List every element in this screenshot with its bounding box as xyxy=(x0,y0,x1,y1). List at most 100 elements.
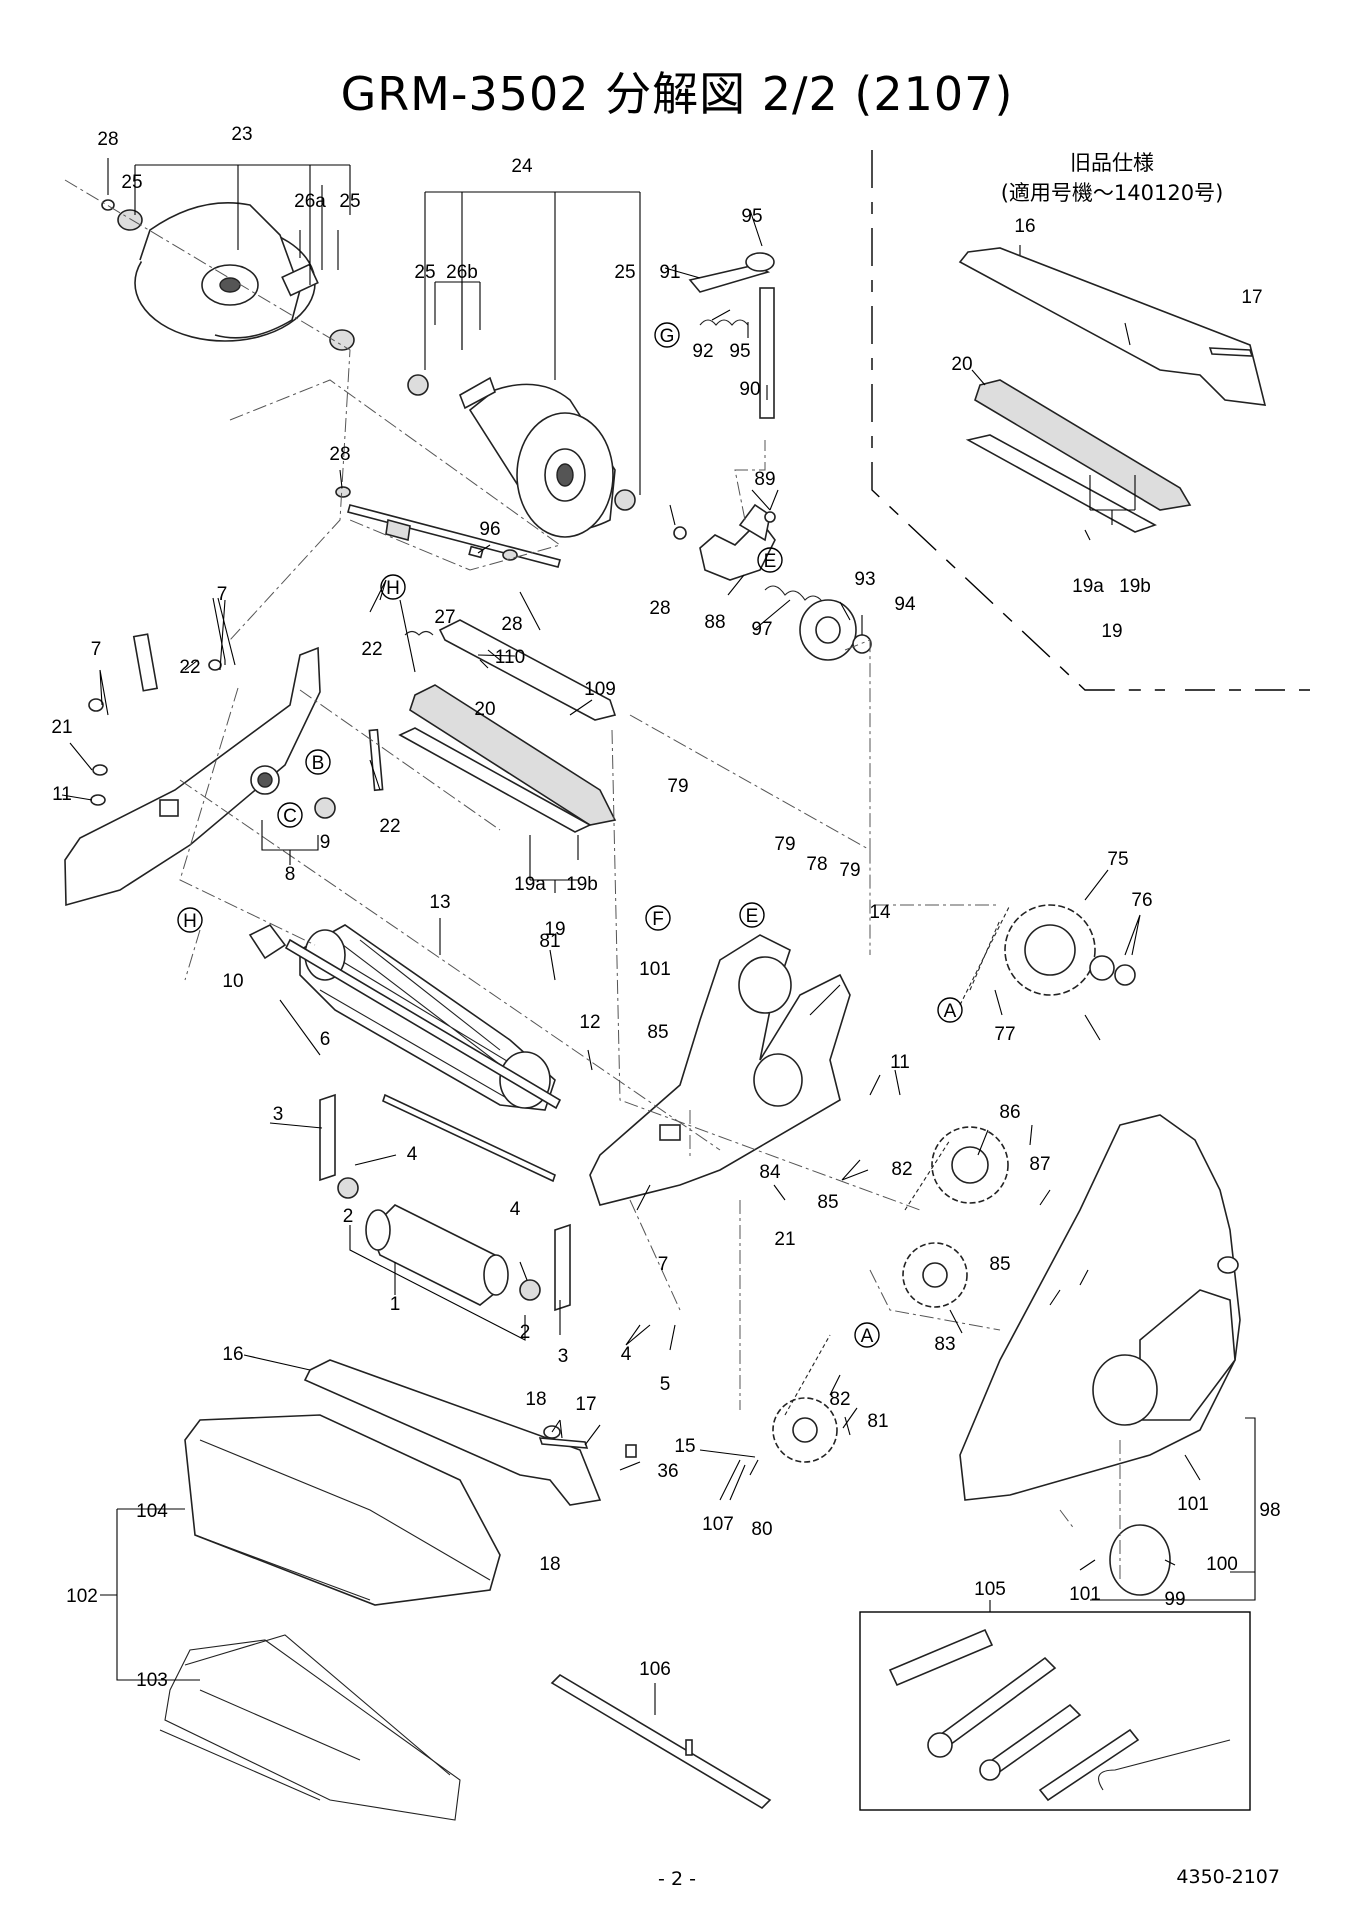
part-label: 89 xyxy=(754,469,775,490)
part-label: 11 xyxy=(52,784,72,805)
reference-markers: A A B C E E F G H H xyxy=(177,322,963,1348)
part-label: 101 xyxy=(1177,1494,1209,1515)
left-side-plate xyxy=(64,633,336,907)
inset-bed-knife xyxy=(965,434,1157,533)
marker-B: B xyxy=(312,753,325,774)
bed-knife-assembly xyxy=(368,619,617,833)
part-label: 97 xyxy=(751,619,772,640)
part-label: 15 xyxy=(674,1436,695,1457)
inset-title: 旧品仕様 xyxy=(1070,151,1154,175)
part-label: 4 xyxy=(510,1199,521,1220)
inset-guard-rod xyxy=(1208,347,1254,357)
part-label: 16 xyxy=(1014,216,1035,237)
part-label: 26a xyxy=(294,191,326,212)
part-label: 93 xyxy=(854,569,875,590)
part-label: 85 xyxy=(647,1022,668,1043)
part-label: 85 xyxy=(989,1254,1010,1275)
part-label: 2 xyxy=(520,1322,531,1343)
part-label: 3 xyxy=(558,1346,569,1367)
part-label: 25 xyxy=(614,262,635,283)
part-label: 82 xyxy=(891,1159,912,1180)
part-label: 88 xyxy=(704,612,725,633)
part-label: 84 xyxy=(759,1162,781,1183)
tool-bar-106 xyxy=(550,1673,772,1810)
part-label: 19b xyxy=(566,874,598,895)
sprockets-and-chains xyxy=(772,904,1136,1463)
part-label: 107 xyxy=(702,1514,734,1535)
inset-bed-knife-holder xyxy=(974,379,1192,511)
part-label: 19a xyxy=(1072,576,1104,597)
part-label: 36 xyxy=(657,1461,678,1482)
part-label: 26b xyxy=(446,262,478,283)
tool-kit-105 xyxy=(859,1611,1251,1811)
part-label: 106 xyxy=(639,1659,671,1680)
front-roller-1 xyxy=(319,1093,571,1312)
part-label: 6 xyxy=(320,1029,331,1050)
part-label: 87 xyxy=(1029,1154,1050,1175)
old-spec-inset: 旧品仕様 (適用号機〜140120号) xyxy=(871,150,1310,691)
part-label: 14 xyxy=(869,902,891,923)
part-labels: 28 23 25 26a 25 24 25 26b 25 28 96 27 28… xyxy=(51,124,1280,1691)
part-label: 79 xyxy=(774,834,795,855)
part-label: 19 xyxy=(1101,621,1122,642)
part-label: 25 xyxy=(339,191,360,212)
part-label: 7 xyxy=(217,584,228,605)
part-label: 98 xyxy=(1259,1500,1280,1521)
part-label: 85 xyxy=(817,1192,838,1213)
part-label: 77 xyxy=(994,1024,1015,1045)
document-code: 4350-2107 xyxy=(1176,1866,1280,1888)
part-label: 13 xyxy=(429,892,450,913)
part-label: 19 xyxy=(544,919,565,940)
part-label: 24 xyxy=(511,156,533,177)
part-label: 28 xyxy=(649,598,670,619)
marker-H: H xyxy=(386,578,400,599)
part-label: 25 xyxy=(121,172,142,193)
part-label: 105 xyxy=(974,1579,1006,1600)
marker-C: C xyxy=(283,806,297,827)
part-label: 22 xyxy=(379,816,400,837)
part-label: 86 xyxy=(999,1102,1020,1123)
part-label: 81 xyxy=(867,1411,888,1432)
part-label: 95 xyxy=(741,206,762,227)
grass-guard-16 xyxy=(303,1359,637,1506)
part-label: 16 xyxy=(222,1344,243,1365)
part-label: 100 xyxy=(1206,1554,1238,1575)
marker-G: G xyxy=(660,326,675,347)
part-label: 3 xyxy=(273,1104,284,1125)
part-label: 110 xyxy=(495,647,525,668)
page-number: - 2 - xyxy=(658,1868,696,1890)
inset-subtitle: (適用号機〜140120号) xyxy=(1001,181,1224,205)
roller-shaft-27 xyxy=(335,486,561,568)
part-label: 21 xyxy=(51,717,72,738)
part-label: 23 xyxy=(231,124,252,145)
part-label: 7 xyxy=(658,1254,669,1275)
rear-roller-23 xyxy=(101,199,355,351)
marker-E: E xyxy=(764,551,777,572)
part-label: 28 xyxy=(97,129,118,150)
part-label: 17 xyxy=(575,1394,596,1415)
part-label: 101 xyxy=(1069,1584,1101,1605)
part-label: 91 xyxy=(659,262,680,283)
part-label: 1 xyxy=(390,1294,401,1315)
part-label: 18 xyxy=(525,1389,546,1410)
part-label: 94 xyxy=(894,594,916,615)
part-label: 96 xyxy=(479,519,500,540)
part-label: 12 xyxy=(579,1012,600,1033)
right-side-plate-14 xyxy=(589,934,851,1206)
marker-A: A xyxy=(861,1326,874,1347)
part-label: 22 xyxy=(179,657,200,678)
part-label: 28 xyxy=(501,614,522,635)
part-label: 4 xyxy=(407,1144,418,1165)
part-label: 5 xyxy=(660,1374,671,1395)
marker-H: H xyxy=(183,911,197,932)
part-label: 11 xyxy=(890,1052,910,1073)
chain-cover-98 xyxy=(959,1114,1241,1596)
height-adjuster-assembly xyxy=(673,252,872,661)
part-label: 79 xyxy=(839,860,860,881)
part-label: 99 xyxy=(1164,1589,1185,1610)
part-label: 101 xyxy=(639,959,671,980)
leader-lines xyxy=(61,158,1256,1715)
part-label: 90 xyxy=(739,379,760,400)
part-label: 82 xyxy=(829,1389,850,1410)
